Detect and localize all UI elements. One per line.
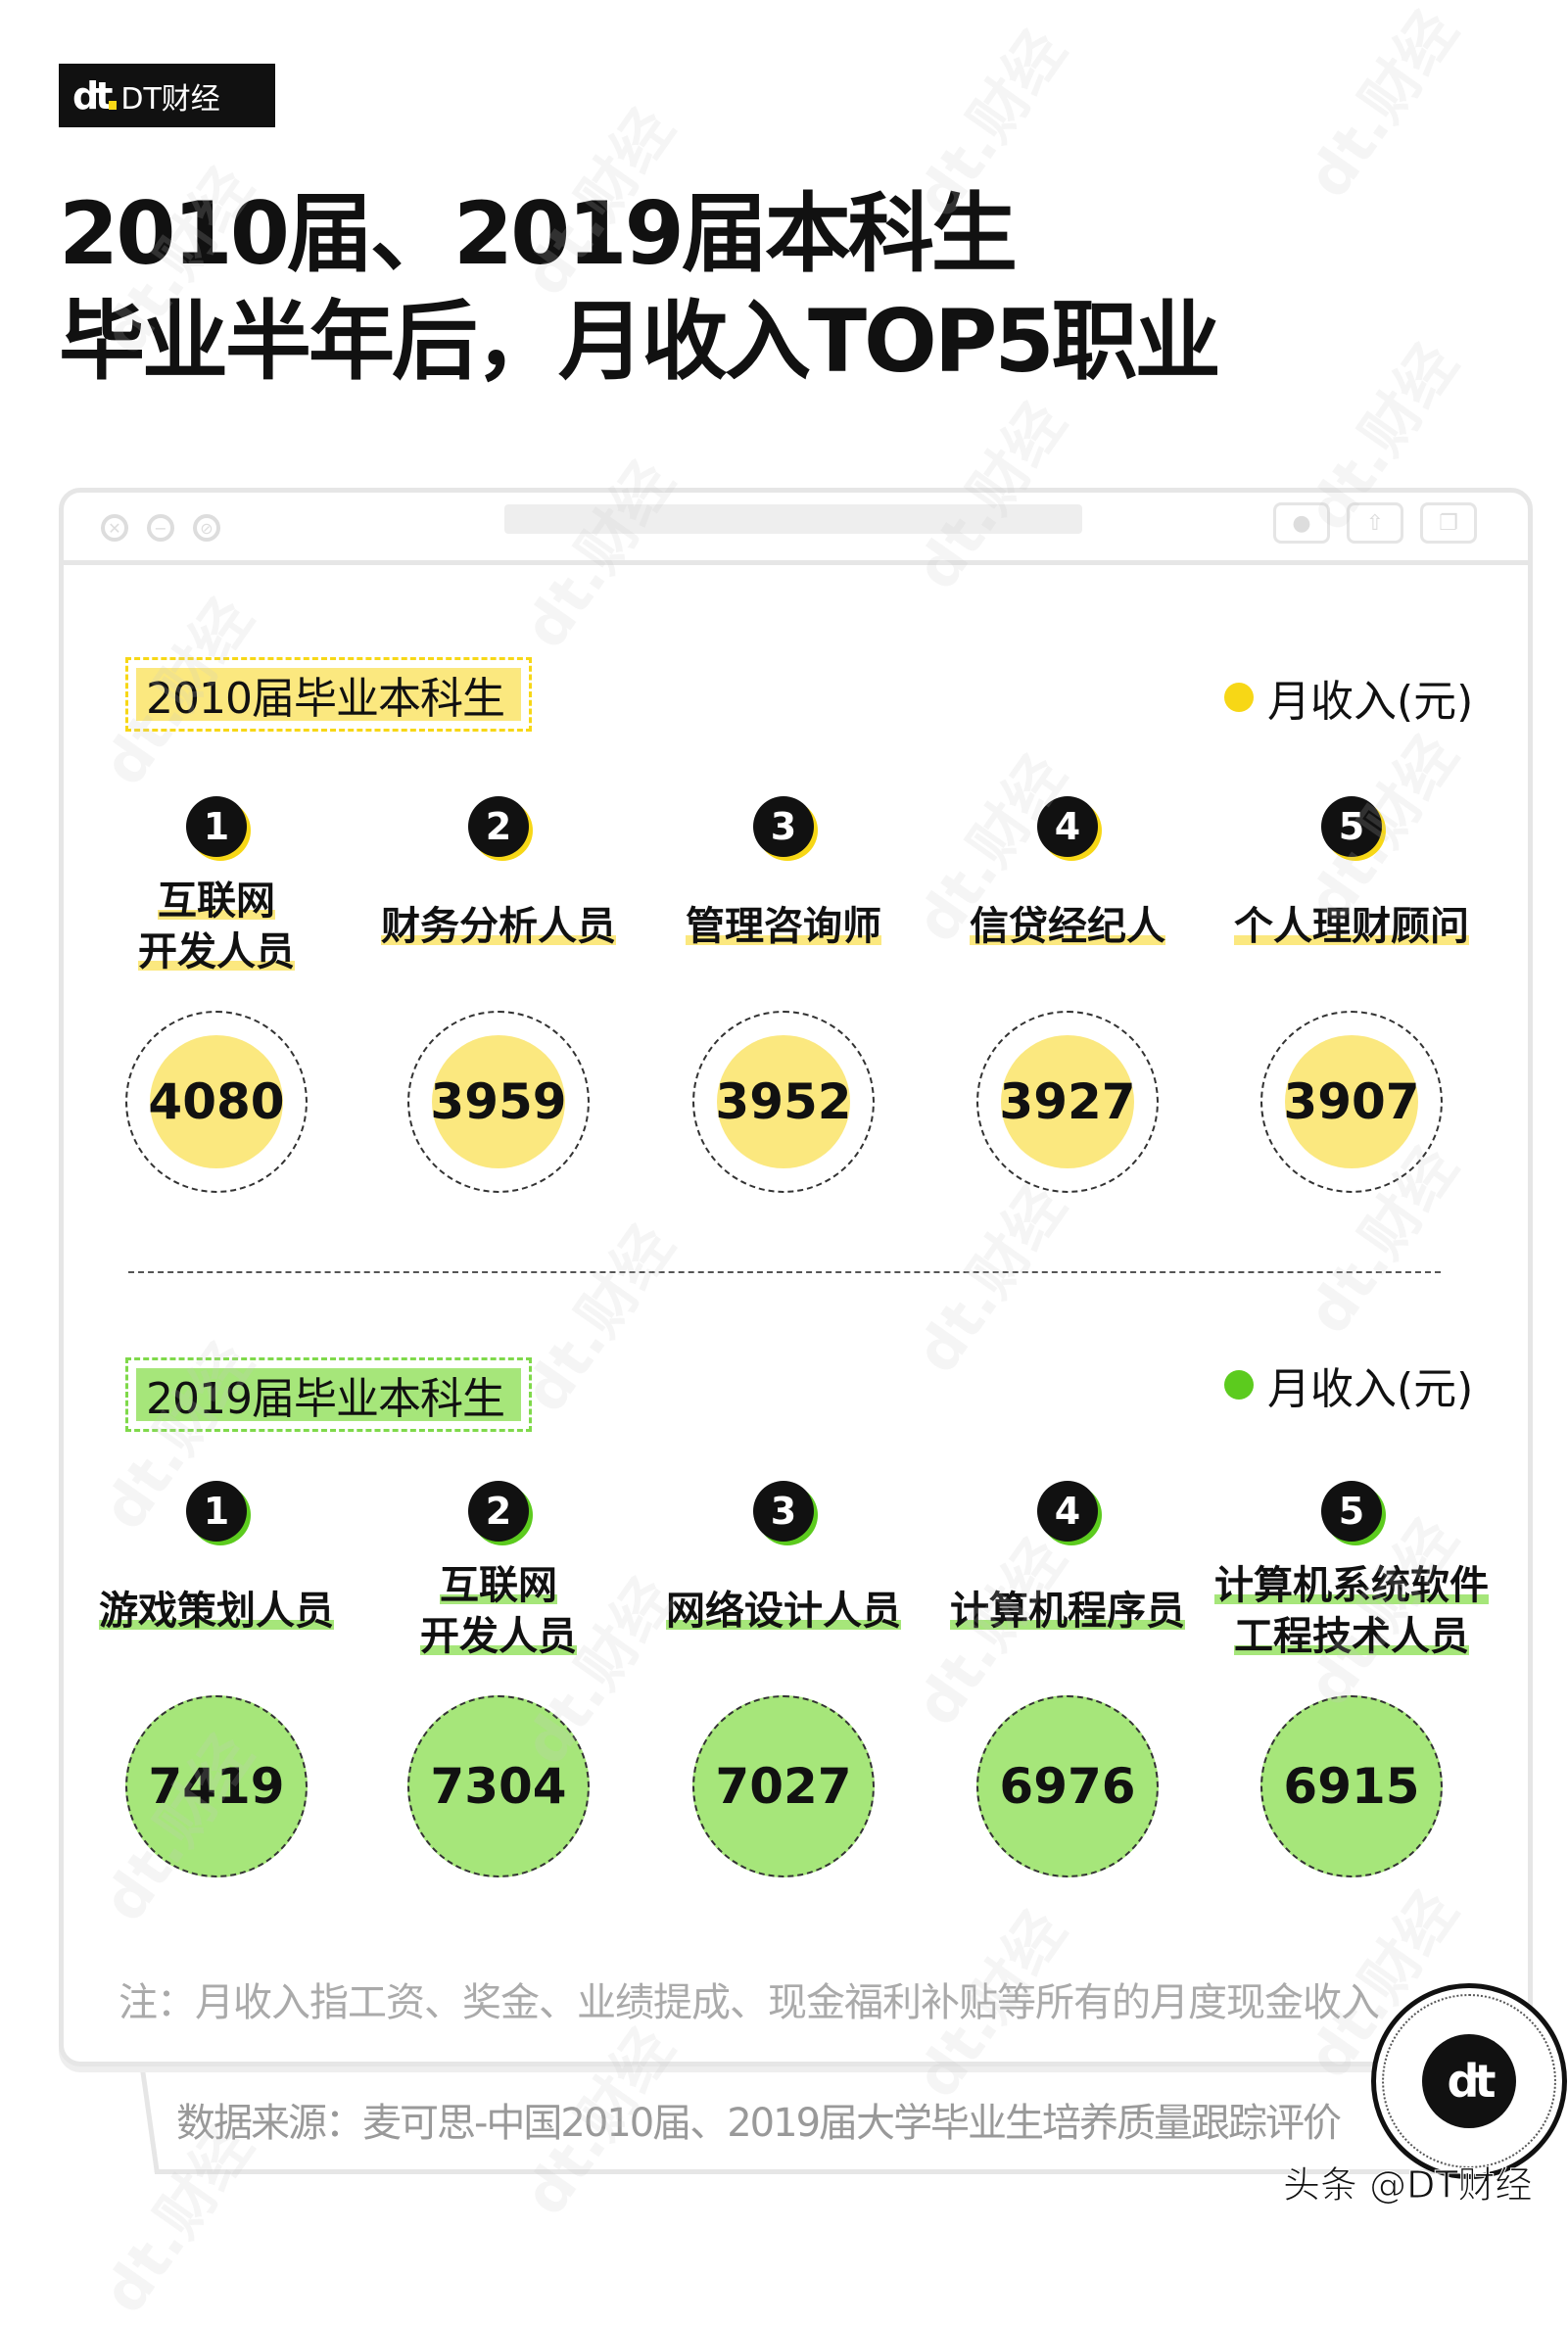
occupation-line: 开发人员 bbox=[420, 1614, 577, 1659]
occupation-line: 互联网 bbox=[158, 879, 275, 924]
occupation-line: 财务分析人员 bbox=[381, 904, 616, 949]
section-divider bbox=[128, 1271, 1441, 1273]
rank-badge: 1 bbox=[186, 1481, 247, 1542]
dashed-ring bbox=[976, 1011, 1159, 1193]
minimize-icon: − bbox=[147, 514, 174, 542]
occupation-line: 互联网 bbox=[440, 1563, 557, 1608]
dt-badge: dt bbox=[1371, 1983, 1567, 2179]
occupation-label: 计算机系统软件工程技术人员 bbox=[1214, 1560, 1489, 1662]
rank-badge: 4 bbox=[1037, 1481, 1098, 1542]
copy-icon: ❐ bbox=[1420, 502, 1477, 544]
income-value: 3907 bbox=[1283, 1035, 1420, 1168]
record-icon: ● bbox=[1273, 502, 1330, 544]
rank-badge: 1 bbox=[186, 796, 247, 857]
occupation-label: 财务分析人员 bbox=[381, 901, 616, 952]
rank-badge: 3 bbox=[753, 1481, 814, 1542]
income-value: 3959 bbox=[430, 1035, 567, 1168]
legend-label: 月收入(元) bbox=[1267, 1364, 1474, 1414]
dt-logo-icon: dt bbox=[1422, 2034, 1516, 2128]
legend-label: 月收入(元) bbox=[1267, 677, 1474, 727]
income-value: 7304 bbox=[407, 1695, 590, 1877]
dashed-ring bbox=[692, 1011, 875, 1193]
brand-logo: dt DT财经 bbox=[59, 64, 275, 127]
occupation-label: 计算机程序员 bbox=[950, 1586, 1185, 1637]
income-value: 6976 bbox=[976, 1695, 1159, 1877]
share-icon: ⇧ bbox=[1347, 502, 1403, 544]
tag-2019-label: 2019届毕业本科生 bbox=[136, 1368, 521, 1424]
dashed-ring bbox=[407, 1011, 590, 1193]
rank-badge: 5 bbox=[1321, 1481, 1382, 1542]
page-title-line1: 2010届、2019届本科生 bbox=[59, 183, 1018, 284]
legend-2019: 月收入(元) bbox=[1224, 1353, 1473, 1416]
footnote: 注：月收入指工资、奖金、业绩提成、现金福利补贴等所有的月度现金收入 bbox=[119, 1980, 1380, 2025]
dt-logo-mark: dt bbox=[72, 73, 118, 118]
occupation-line: 管理咨询师 bbox=[686, 904, 881, 949]
income-value: 3952 bbox=[715, 1035, 852, 1168]
occupation-line: 工程技术人员 bbox=[1234, 1614, 1469, 1659]
occupation-label: 管理咨询师 bbox=[686, 901, 881, 952]
rank-badge: 3 bbox=[753, 796, 814, 857]
legend-dot-green bbox=[1224, 1370, 1254, 1400]
occupation-line: 计算机系统软件 bbox=[1214, 1563, 1489, 1608]
rank-badge: 2 bbox=[468, 796, 529, 857]
tag-2019: 2019届毕业本科生 bbox=[125, 1357, 532, 1432]
income-value: 4080 bbox=[148, 1035, 285, 1168]
address-bar bbox=[504, 504, 1082, 534]
occupation-line: 开发人员 bbox=[138, 929, 295, 974]
forbid-icon: ⊘ bbox=[193, 514, 220, 542]
income-value: 7027 bbox=[692, 1695, 875, 1877]
tag-2010: 2010届毕业本科生 bbox=[125, 657, 532, 732]
source-text: 数据来源：麦可思-中国2010届、2019届大学毕业生培养质量跟踪评价 bbox=[176, 2101, 1342, 2146]
income-value: 6915 bbox=[1260, 1695, 1443, 1877]
brand-name: DT财经 bbox=[120, 81, 220, 117]
legend-2010: 月收入(元) bbox=[1224, 666, 1473, 729]
occupation-line: 计算机程序员 bbox=[950, 1589, 1185, 1634]
income-value: 7419 bbox=[125, 1695, 308, 1877]
rank-badge: 2 bbox=[468, 1481, 529, 1542]
occupation-line: 信贷经纪人 bbox=[970, 904, 1165, 949]
rank-badge: 4 bbox=[1037, 796, 1098, 857]
occupation-line: 网络设计人员 bbox=[666, 1589, 901, 1634]
occupation-label: 游戏策划人员 bbox=[99, 1586, 334, 1637]
watermark: dt.财经 bbox=[1294, 0, 1471, 211]
occupation-label: 互联网开发人员 bbox=[138, 876, 295, 977]
tag-2010-label: 2010届毕业本科生 bbox=[136, 668, 521, 724]
occupation-label: 网络设计人员 bbox=[666, 1586, 901, 1637]
occupation-label: 个人理财顾问 bbox=[1234, 901, 1469, 952]
rank-badge: 5 bbox=[1321, 796, 1382, 857]
dashed-ring bbox=[1260, 1011, 1443, 1193]
occupation-label: 信贷经纪人 bbox=[970, 901, 1165, 952]
occupation-line: 游戏策划人员 bbox=[99, 1589, 334, 1634]
dashed-ring bbox=[125, 1011, 308, 1193]
income-value: 3927 bbox=[999, 1035, 1136, 1168]
occupation-label: 互联网开发人员 bbox=[420, 1560, 577, 1662]
legend-dot-yellow bbox=[1224, 683, 1254, 712]
page-title-line2: 毕业半年后，月收入TOP5职业 bbox=[59, 291, 1221, 392]
credit-text: 头条 @DT财经 bbox=[1283, 2163, 1534, 2208]
close-icon: ✕ bbox=[101, 514, 128, 542]
window-titlebar: ✕ − ⊘ ● ⇧ ❐ bbox=[64, 493, 1528, 565]
occupation-line: 个人理财顾问 bbox=[1234, 904, 1469, 949]
